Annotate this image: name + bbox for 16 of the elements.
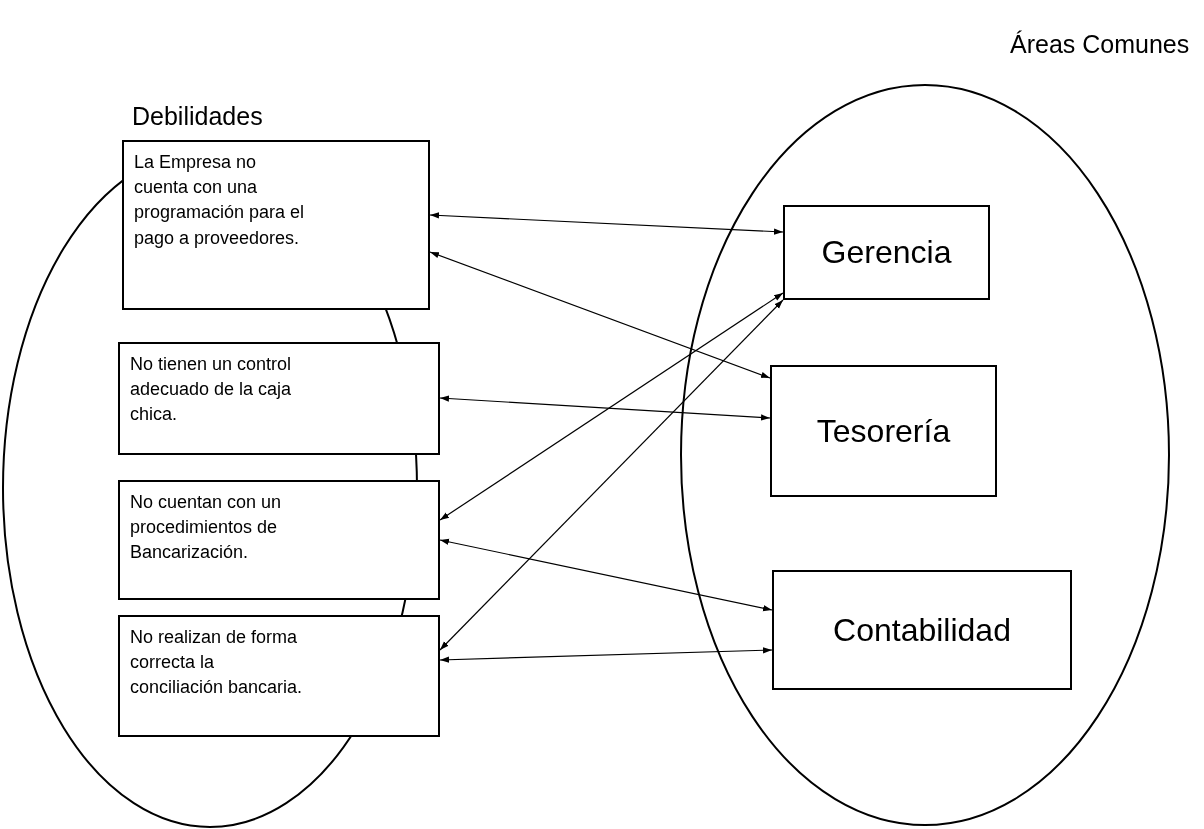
text-box: No tienen un control adecuado de la caja chica. xyxy=(118,342,440,455)
text-box: No realizan de forma correcta la conciliación bancaria. xyxy=(118,615,440,737)
double-arrow xyxy=(439,647,773,663)
text-box: Gerencia xyxy=(783,205,990,300)
group-heading: Debilidades xyxy=(132,102,263,131)
double-arrow xyxy=(429,212,784,235)
double-arrow xyxy=(439,299,784,651)
double-arrow xyxy=(439,538,773,612)
group-heading: Áreas Comunes xyxy=(1010,30,1190,59)
text-box: La Empresa no cuenta con una programación para el pago a proveedores. xyxy=(122,140,430,310)
double-arrow xyxy=(439,292,784,521)
double-arrow xyxy=(439,395,771,421)
text-box: No cuentan con un procedimientos de Bancarización. xyxy=(118,480,440,600)
text-box: Contabilidad xyxy=(772,570,1072,690)
text-box: Tesorería xyxy=(770,365,997,497)
double-arrow xyxy=(429,251,771,379)
